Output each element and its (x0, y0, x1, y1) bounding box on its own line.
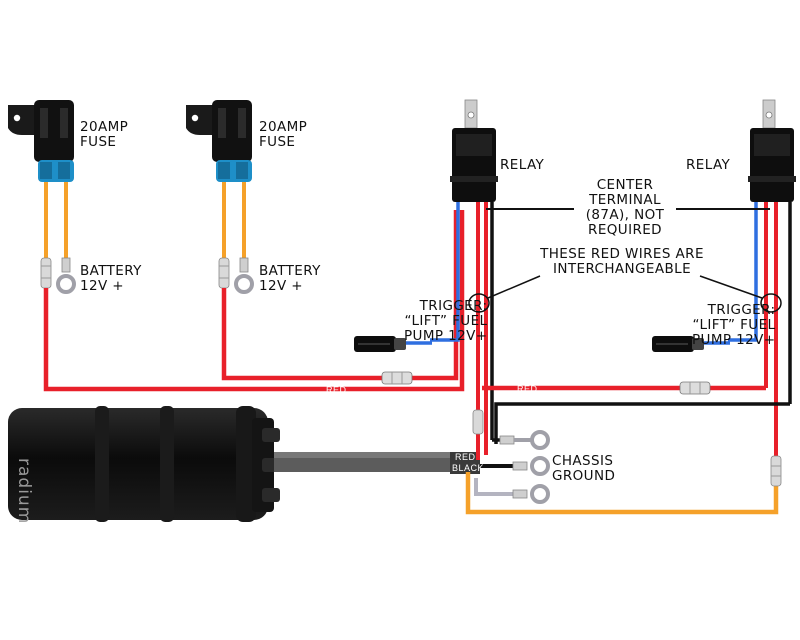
center-terminal-line4: REQUIRED (588, 222, 662, 238)
relay-right-wires (494, 202, 792, 460)
trigger-line1: TRIGGER: (707, 302, 776, 318)
interchangeable-line1: THESE RED WIRES ARE (540, 246, 704, 262)
center-terminal-label: CENTER TERMINAL (87A), NOT REQUIRED (568, 178, 682, 238)
fuel-pump (8, 406, 280, 522)
battery-label-line2: 12V + (80, 278, 125, 294)
chassis-line1: CHASSIS (552, 453, 614, 469)
wire-tag-red-right: RED (517, 384, 538, 394)
interchangeable-line2: INTERCHANGEABLE (552, 261, 691, 277)
fuse-label-line1: 20AMP (259, 119, 308, 135)
red-wire-right-circuit (221, 210, 459, 381)
center-terminal-line2: TERMINAL (589, 192, 661, 208)
battery-label-line1: BATTERY (259, 263, 321, 279)
interchangeable-label: THESE RED WIRES ARE INTERCHANGEABLE (508, 247, 736, 277)
fuse-holder-right (186, 100, 252, 182)
center-terminal-line3: (87A), NOT (585, 207, 665, 223)
battery-label-line2: 12V + (259, 278, 304, 294)
inline-connector-right (679, 381, 711, 395)
fuse-wires-right (218, 182, 254, 294)
fuse-holder-left (8, 100, 74, 182)
relay-label-right: RELAY (686, 157, 731, 173)
battery-label-right: BATTERY 12V + (259, 264, 321, 294)
inline-connector-left (381, 371, 413, 385)
wire-tag-red-left: RED (326, 385, 347, 395)
battery-label-line1: BATTERY (80, 263, 142, 279)
fuse-label-line2: FUSE (259, 134, 296, 150)
trigger-label-left: TRIGGER: “LIFT” FUEL PUMP 12V+ (360, 299, 487, 344)
trigger-line2: “LIFT” FUEL (404, 313, 488, 329)
relay-left-wires (430, 202, 500, 455)
wire-tag-pump-red: RED (455, 452, 476, 462)
red-junction-connector (472, 409, 484, 435)
pump-brand-logo: radium (14, 458, 34, 525)
red-wire-left-circuit (43, 210, 465, 392)
fuse-wires-left (40, 182, 76, 294)
trigger-line3: PUMP 12V+ (692, 332, 776, 348)
center-terminal-line1: CENTER (596, 177, 654, 193)
relay-label-left: RELAY (500, 157, 545, 173)
interchangeable-pointers (468, 275, 782, 313)
battery-label-left: BATTERY 12V + (80, 264, 142, 294)
relay-right (748, 99, 796, 202)
wire-tag-pump-black: BLACK (452, 463, 485, 473)
fuse-label-right: 20AMP FUSE (259, 120, 307, 150)
trigger-line1: TRIGGER: (419, 298, 488, 314)
pump-cable (274, 452, 480, 474)
fuse-label-line1: 20AMP (80, 119, 129, 135)
trigger-label-right: TRIGGER: “LIFT” FUEL PUMP 12V+ (648, 303, 775, 348)
chassis-line2: GROUND (552, 468, 616, 484)
trigger-line2: “LIFT” FUEL (692, 317, 776, 333)
trigger-connector-right (652, 336, 730, 352)
fuse-label-line2: FUSE (80, 134, 117, 150)
orange-wire-connector (770, 455, 782, 487)
chassis-ground-label: CHASSIS GROUND (552, 454, 615, 484)
trigger-line3: PUMP 12V+ (404, 328, 488, 344)
trigger-connector-left (354, 336, 432, 352)
relay-left (450, 99, 498, 202)
fuse-label-left: 20AMP FUSE (80, 120, 128, 150)
ground-ring-terminals (499, 430, 550, 504)
